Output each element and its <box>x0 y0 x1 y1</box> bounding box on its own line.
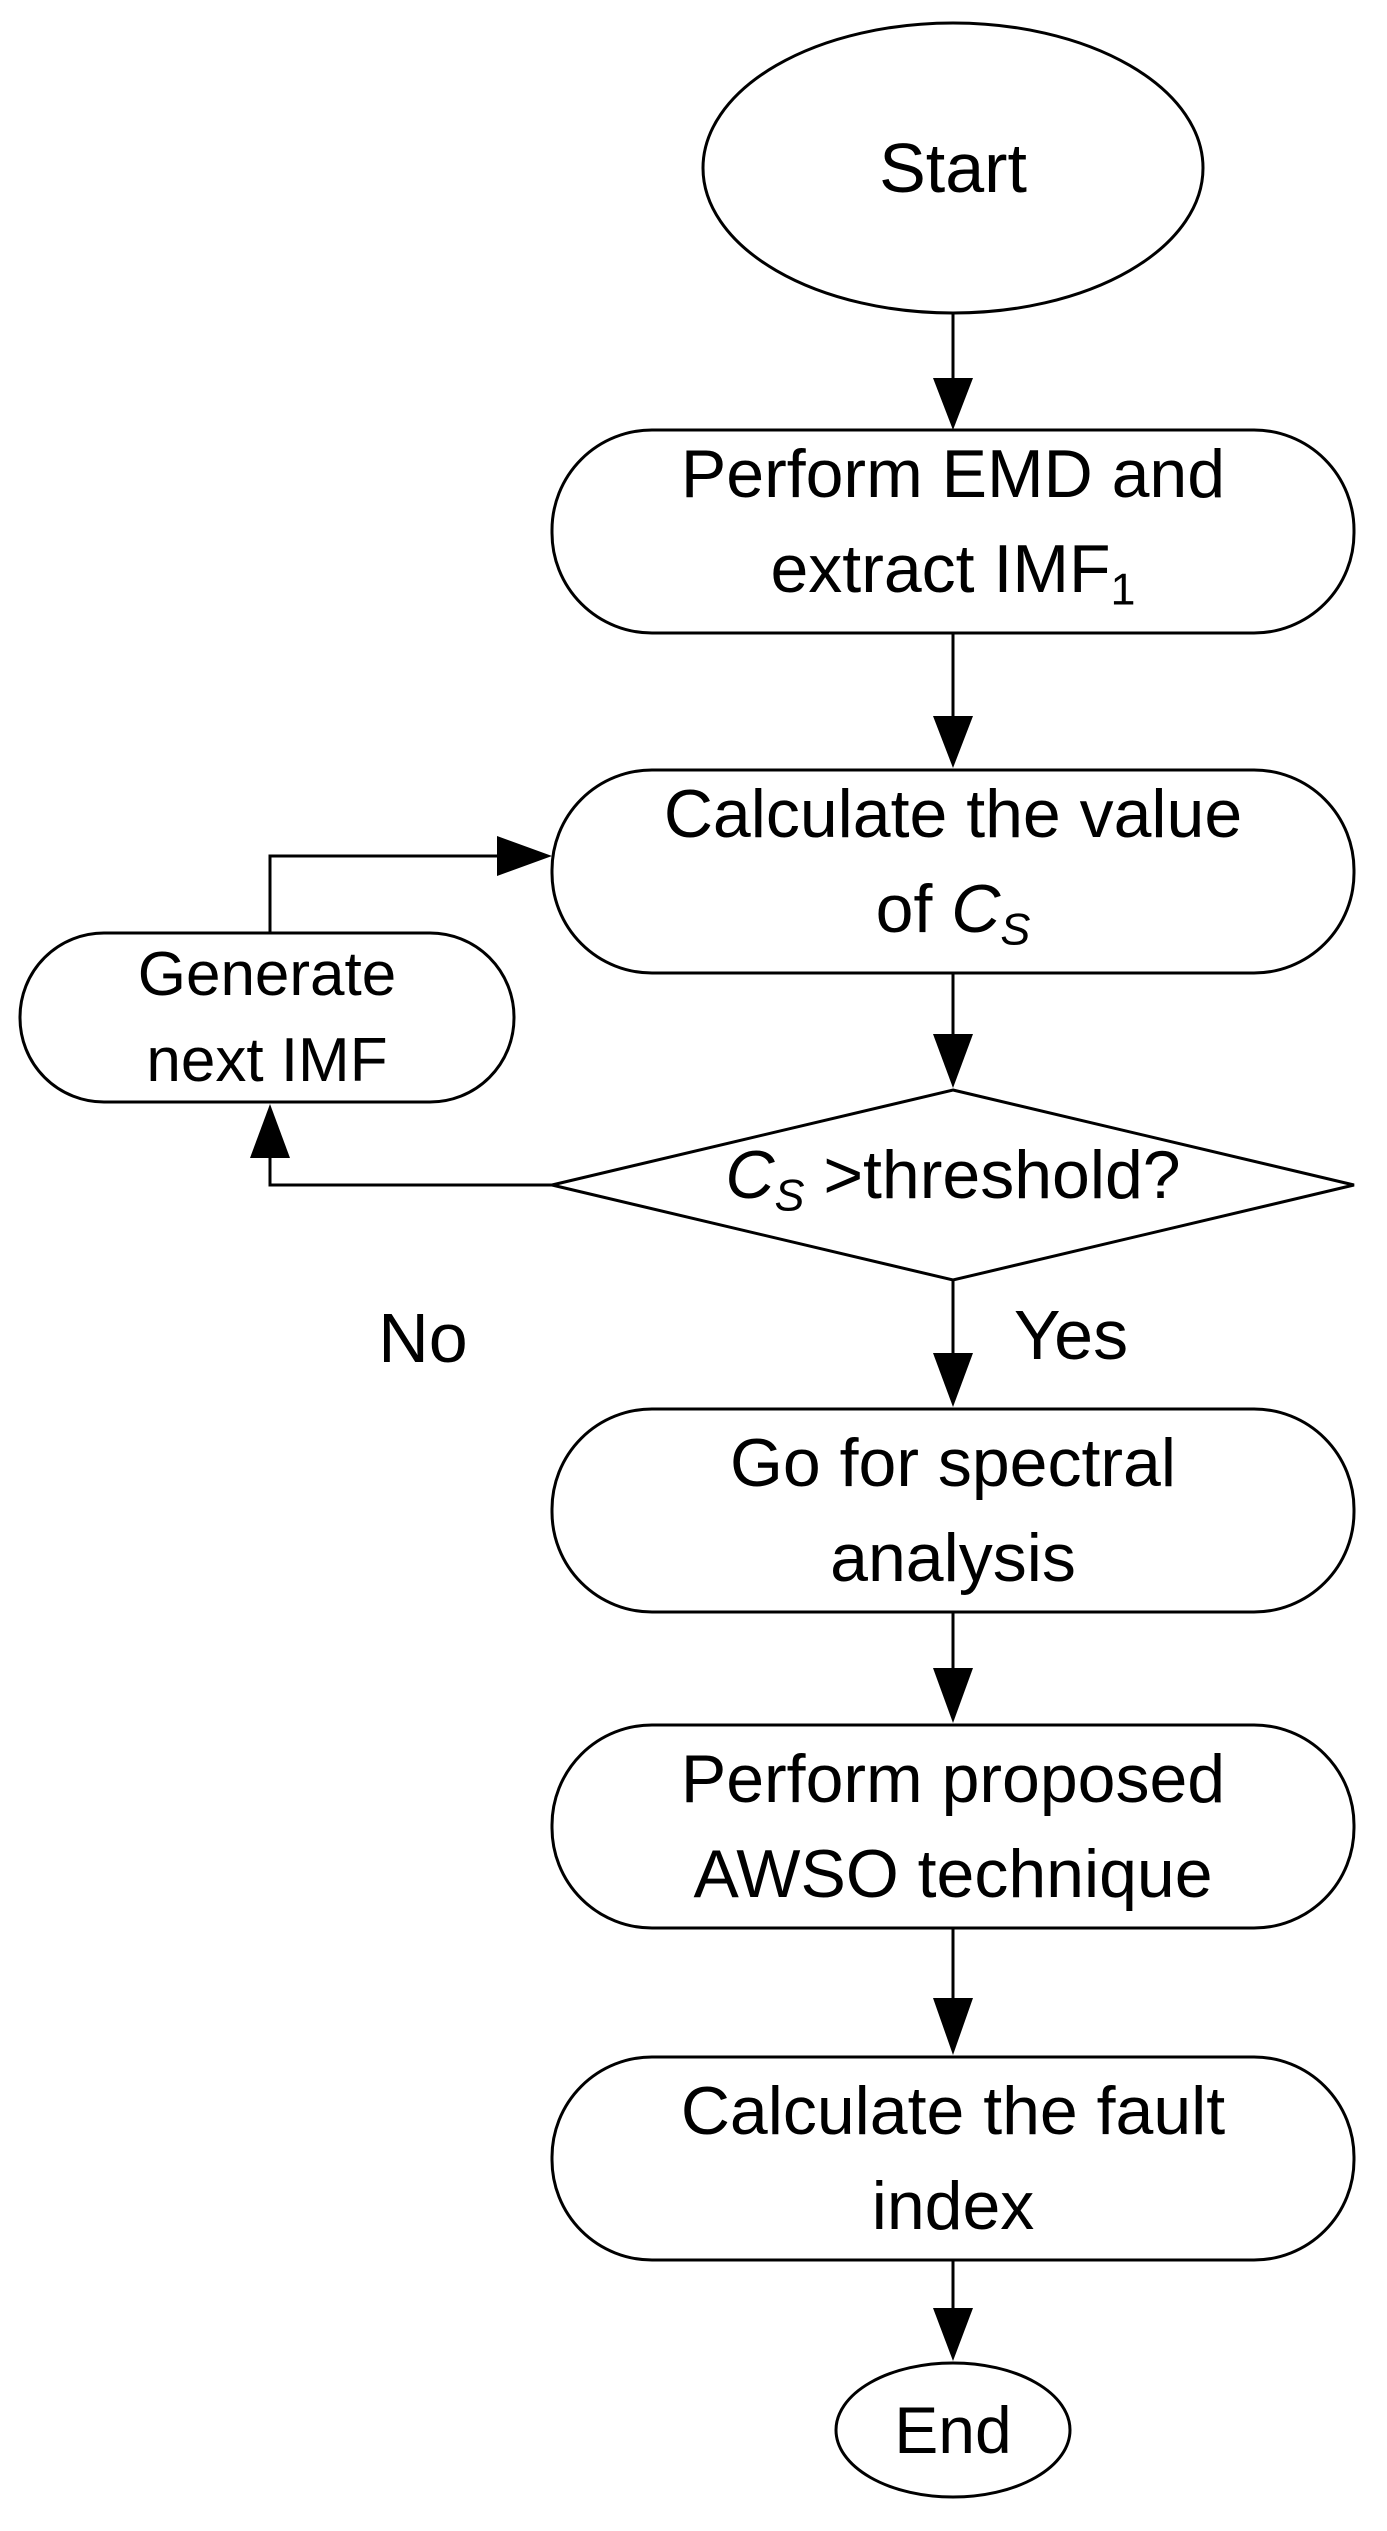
start-node-label: Start <box>703 23 1203 313</box>
cs-text-line1: Calculate the value <box>663 775 1243 852</box>
spectral-text-line1: Go for spectral <box>730 1424 1176 1501</box>
decision-node-label: CS >threshold? <box>552 1090 1354 1280</box>
emd-node-label: Perform EMD and extract IMF1 <box>552 430 1354 633</box>
arrowhead-start-emd <box>933 378 973 430</box>
awso-text-line1: Perform proposed <box>680 1740 1226 1817</box>
end-node-label: End <box>836 2363 1070 2497</box>
decision-text: CS >threshold? <box>725 1136 1181 1221</box>
spectral-node-label: Go for spectral analysis <box>552 1409 1354 1612</box>
yes-branch-label: Yes <box>1013 1295 1129 1374</box>
edge-generate-cs <box>268 854 500 933</box>
edge-decision-generate <box>268 1158 552 1187</box>
no-branch-label: No <box>378 1298 468 1377</box>
cs-text-line2: of CS <box>875 870 1031 955</box>
awso-node-label: Perform proposed AWSO technique <box>552 1725 1354 1928</box>
generate-text-line2: next IMF <box>146 1025 388 1095</box>
emd-text-line2: extract IMF1 <box>770 530 1136 615</box>
arrowhead-decision-spectral <box>933 1353 973 1407</box>
arrowhead-decision-generate <box>250 1104 290 1158</box>
arrowhead-fault-end <box>933 2308 973 2361</box>
arrowhead-emd-cs <box>933 716 973 768</box>
cs-variable-subscript: S <box>1000 903 1031 955</box>
generate-node-label: Generate next IMF <box>20 933 514 1102</box>
decision-variable-subscript: S <box>774 1169 805 1221</box>
generate-box <box>18 931 516 1104</box>
arrowhead-spectral-awso <box>933 1668 973 1723</box>
end-text: End <box>894 2392 1012 2467</box>
awso-text-line2: AWSO technique <box>693 1835 1213 1912</box>
fault-node-label: Calculate the fault index <box>552 2057 1354 2260</box>
imf-subscript: 1 <box>1110 563 1136 615</box>
generate-text-line1: Generate <box>137 939 397 1009</box>
arrowhead-awso-fault <box>933 1998 973 2055</box>
arrowhead-generate-cs <box>497 836 552 876</box>
emd-text-line1: Perform EMD and <box>680 435 1226 512</box>
cs-variable: C <box>951 870 1001 947</box>
end-ellipse <box>834 2361 1072 2499</box>
cs-node-label: Calculate the value of CS <box>552 770 1354 973</box>
fault-text-line2: index <box>871 2167 1035 2244</box>
arrowhead-cs-decision <box>933 1034 973 1088</box>
spectral-text-line2: analysis <box>830 1519 1076 1596</box>
start-text: Start <box>879 128 1027 207</box>
fault-text-line1: Calculate the fault <box>680 2072 1226 2149</box>
decision-variable: C <box>725 1136 775 1213</box>
